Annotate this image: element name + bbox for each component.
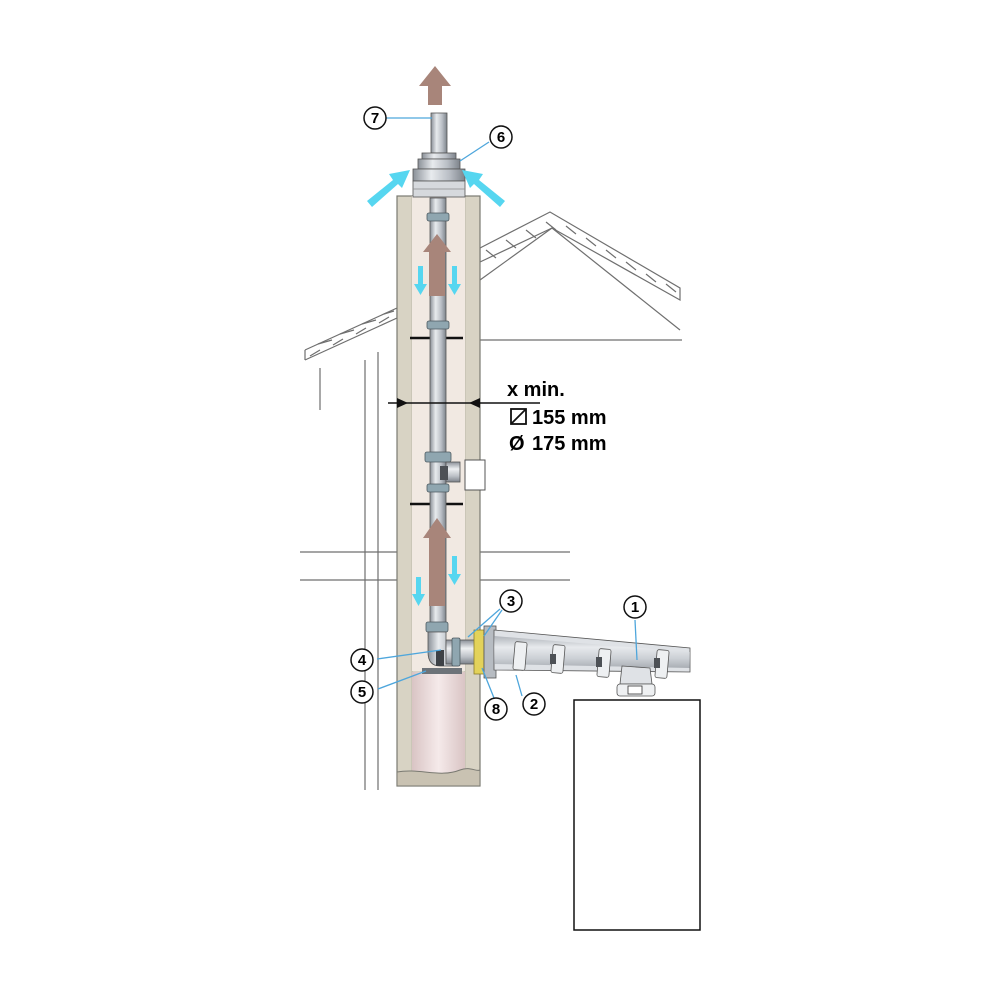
square-flue-size: 155 mm	[532, 407, 607, 429]
boiler-unit	[573, 699, 701, 931]
svg-text:5: 5	[358, 684, 366, 701]
svg-text:3: 3	[507, 593, 515, 610]
square-flue-symbol	[510, 408, 527, 425]
callout-1: 1	[623, 595, 647, 619]
svg-text:1: 1	[631, 599, 639, 616]
callout-7: 7	[363, 106, 387, 130]
chimney-terminal	[412, 112, 466, 198]
callouts: 1 2 3 4 5 6 7 8	[350, 106, 647, 721]
horizontal-concentric-flue	[493, 629, 691, 697]
dimension-label: x min.	[507, 379, 565, 401]
exhaust-arrow-upper	[423, 234, 451, 296]
round-flue-symbol: Ø	[509, 433, 525, 455]
elbow-assembly	[422, 621, 497, 679]
leader-lines	[376, 117, 638, 699]
dimension-indicator: x min. 155 mm Ø 175 mm	[388, 379, 607, 455]
svg-text:4: 4	[358, 652, 367, 669]
vertical-flue-pipe	[424, 197, 461, 631]
fresh-air-arrows	[367, 170, 505, 606]
air-arrow-right-in	[462, 170, 505, 207]
exhaust-arrow-lower	[423, 518, 451, 606]
exhaust-arrows	[419, 66, 451, 606]
callout-4: 4	[350, 648, 374, 672]
round-flue-size: 175 mm	[532, 433, 607, 455]
house-outline	[300, 211, 682, 790]
svg-text:6: 6	[497, 129, 505, 146]
svg-text:8: 8	[492, 701, 500, 718]
callout-6: 6	[489, 125, 513, 149]
exhaust-arrow-top	[419, 66, 451, 105]
callout-8: 8	[484, 697, 508, 721]
callout-2: 2	[522, 692, 546, 716]
callout-3: 3	[499, 589, 523, 613]
svg-text:7: 7	[371, 110, 379, 127]
svg-text:2: 2	[530, 696, 538, 713]
callout-5: 5	[350, 680, 374, 704]
air-arrow-left-in	[367, 170, 410, 207]
